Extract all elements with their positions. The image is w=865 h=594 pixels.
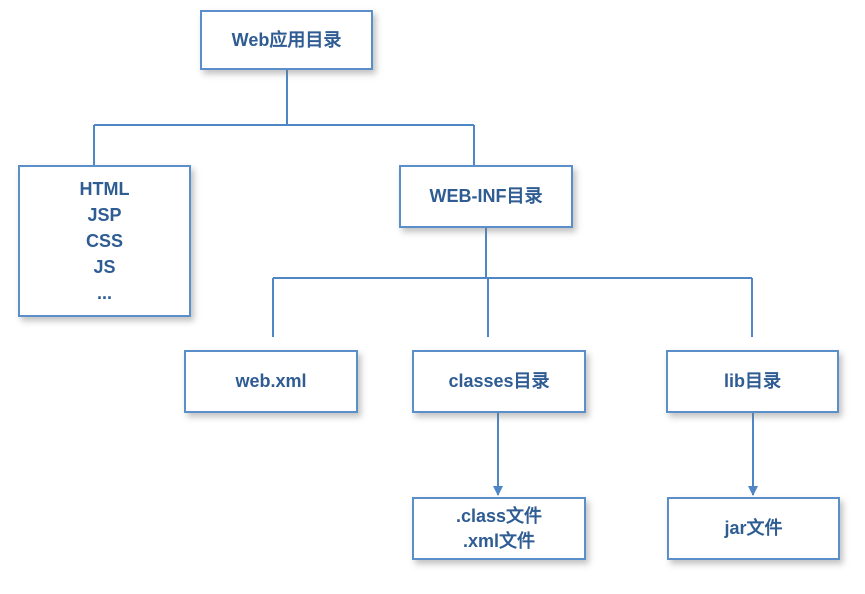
static-html-label: HTML [79, 179, 130, 199]
web-app-dir-label: Web应用目录 [231, 29, 342, 50]
lib-dir-label: lib目录 [724, 371, 781, 391]
classes-dir-label: classes目录 [448, 371, 550, 391]
static-css-label: CSS [85, 231, 123, 251]
classes-dir-node: classes目录 [412, 350, 586, 413]
web-inf-dir-node: WEB-INF目录 [399, 165, 573, 228]
static-js-label: JS [93, 257, 116, 277]
static-jsp-label: JSP [87, 205, 122, 225]
static-more-label: ... [96, 283, 112, 303]
web-app-dir-node: Web应用目录 [200, 10, 373, 70]
web-inf-dir-label: WEB-INF目录 [429, 186, 543, 206]
xml-file-label: .xml文件 [462, 530, 535, 551]
jar-files-node: jar文件 [667, 497, 840, 560]
class-file-label: .class文件 [455, 505, 543, 526]
web-xml-label: web.xml [235, 371, 307, 391]
web-xml-node: web.xml [184, 350, 358, 413]
jar-files-label: jar文件 [724, 518, 783, 538]
lib-dir-node: lib目录 [666, 350, 839, 413]
class-files-node: .class文件 .xml文件 [412, 497, 586, 560]
static-resources-node: HTML JSP CSS JS ... [18, 165, 191, 317]
